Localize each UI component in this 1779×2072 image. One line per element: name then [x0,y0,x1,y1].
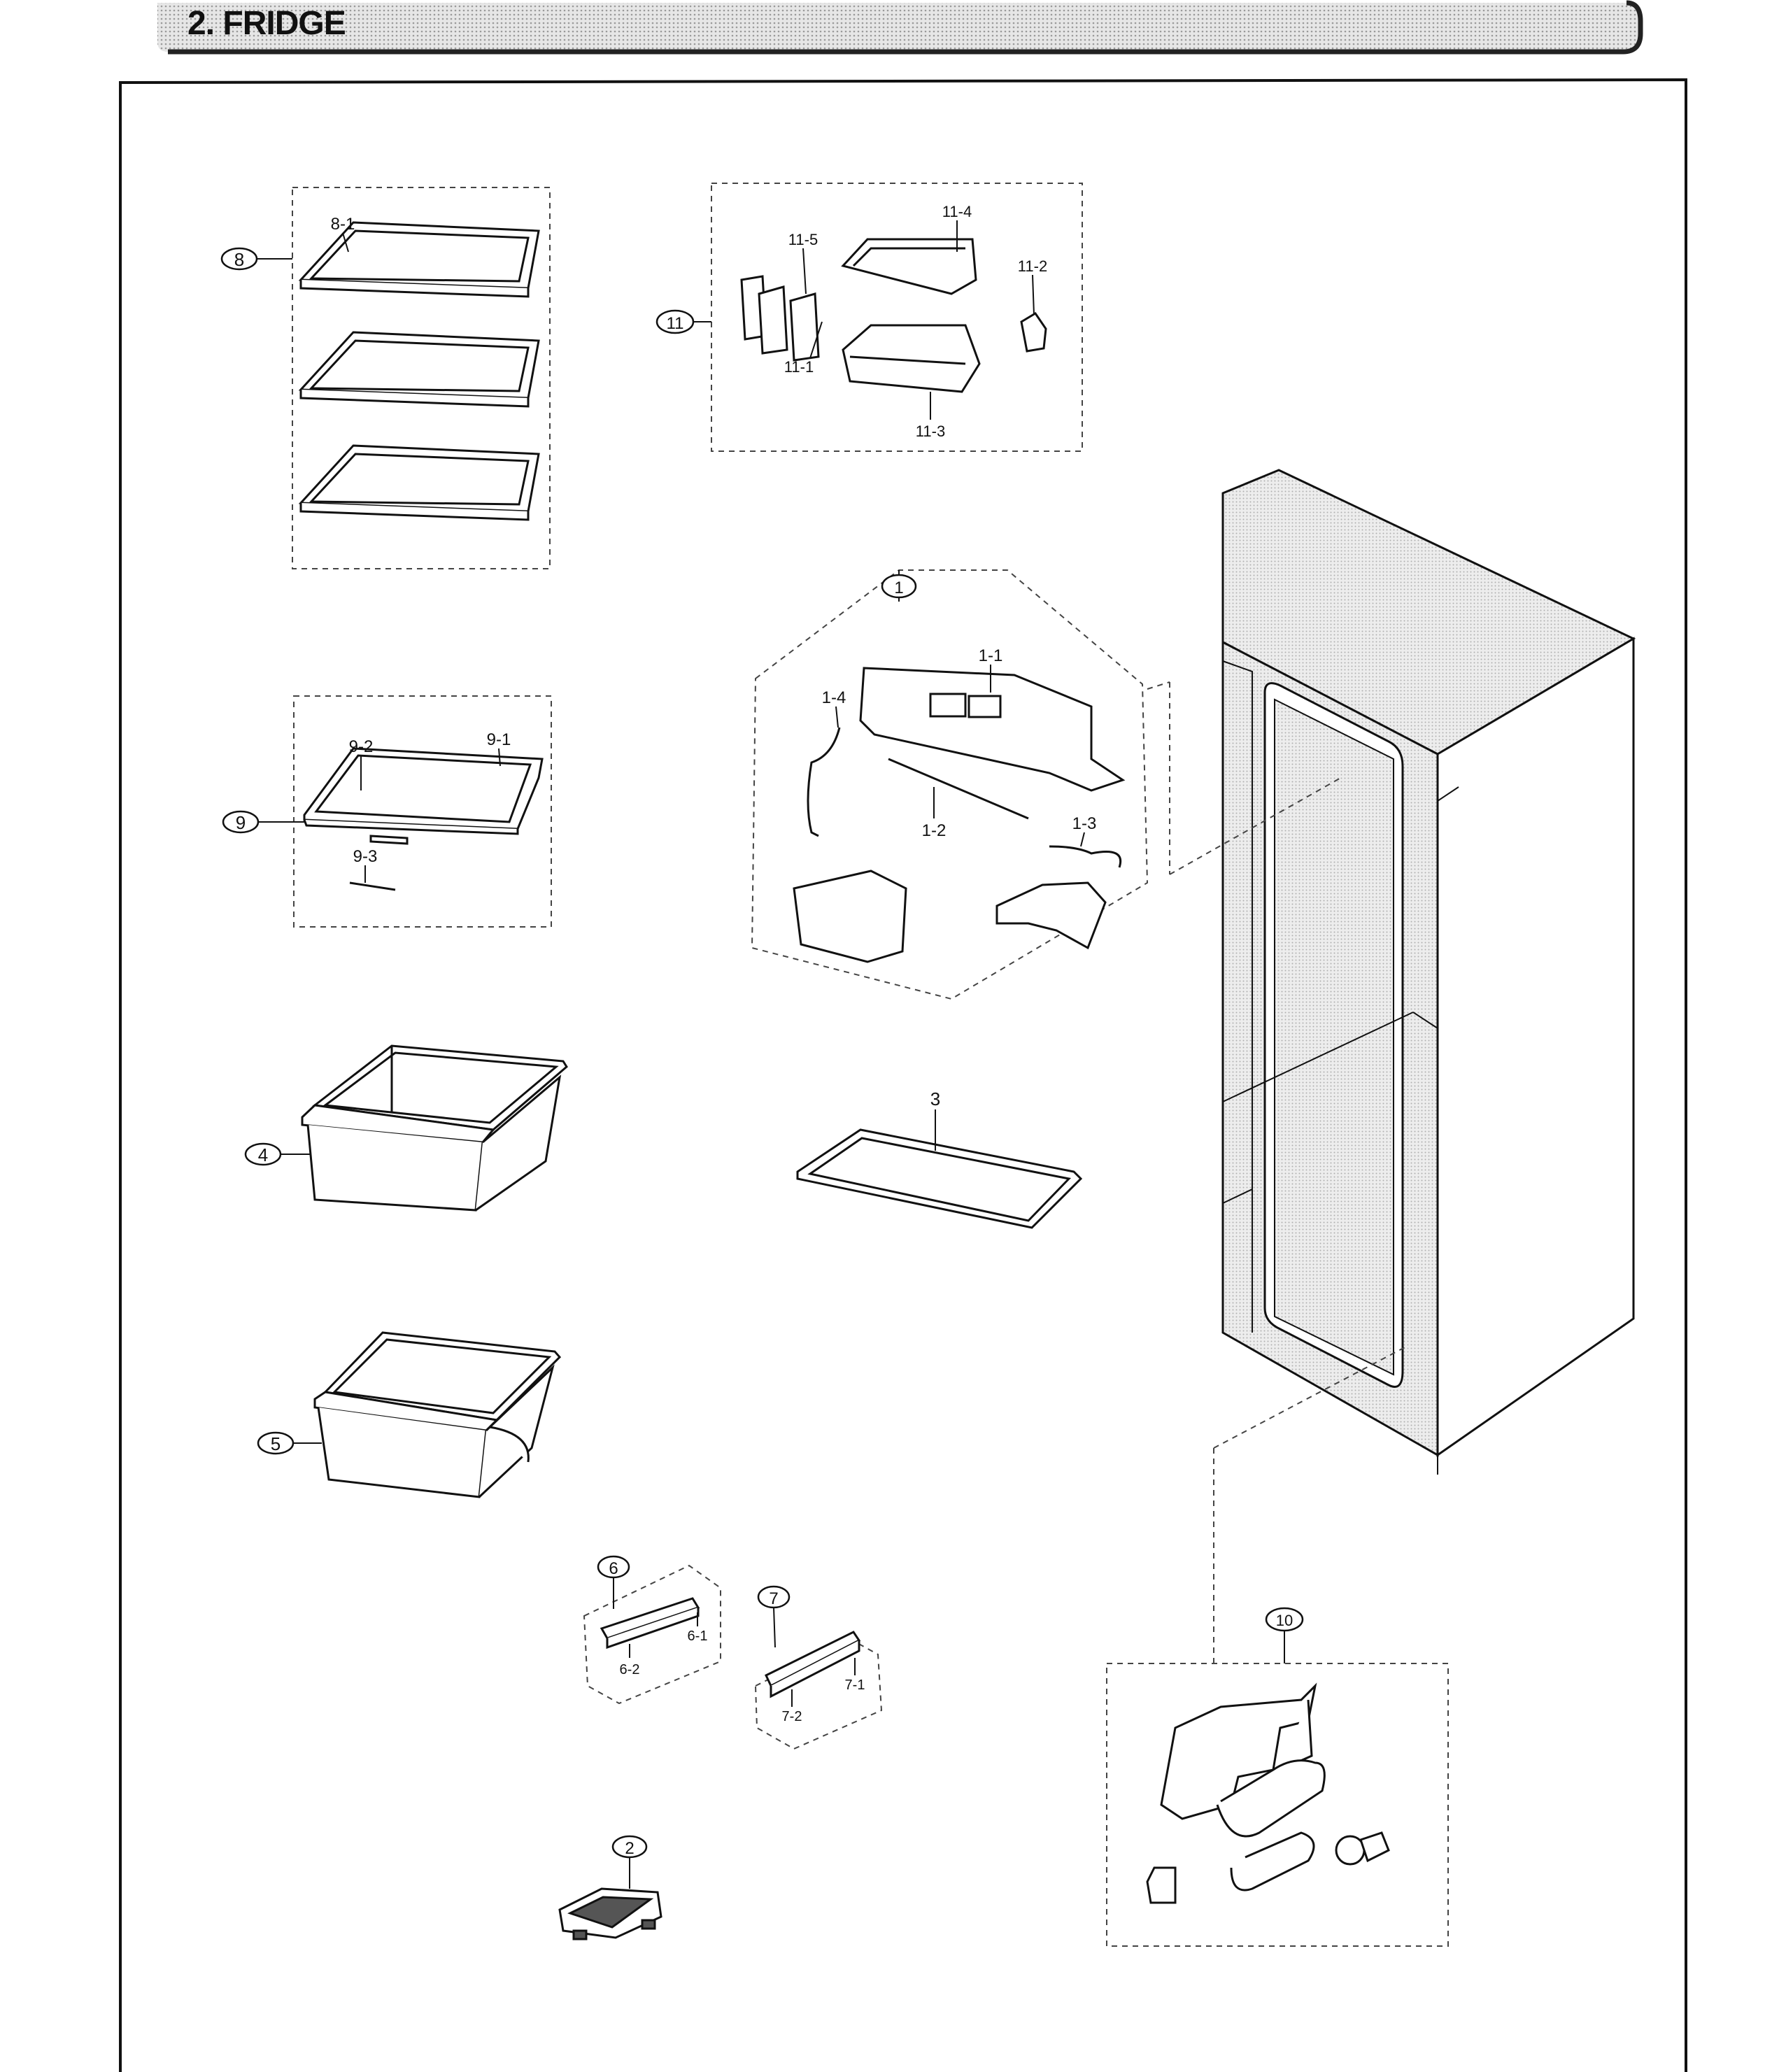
callout-11 [655,309,695,334]
group-1-box [751,569,1149,1000]
callout-8-label: 8 [234,249,244,270]
fridge-cabinet-icon [1221,469,1636,1475]
part-label-11-1: 11-1 [784,358,814,376]
group-9-box [293,695,552,928]
light-cover-icon [796,1128,1083,1229]
part-label-8-1: 8-1 [331,215,355,234]
diagram-frame [119,78,1687,2072]
callout-11-label: 11 [667,314,684,333]
callout-2-label: 2 [625,1839,634,1858]
part-label-6-1: 6-1 [688,1628,708,1644]
drawer-icon [313,1331,562,1498]
callout-8 [220,247,258,271]
ice-tray-icon [740,238,1047,393]
light-cover-icon [793,667,1126,963]
shelf-icon [600,1597,700,1649]
group-10-box [1106,1663,1449,1947]
part-label-9-1: 9-1 [487,730,511,749]
shelf-icon [765,1631,861,1698]
callout-10-label: 10 [1276,1612,1293,1629]
part-label-7-2: 7-2 [782,1709,802,1724]
filter-cover-icon [558,1887,662,1940]
callout-7-label: 7 [769,1589,778,1608]
part-label-7-1: 7-1 [845,1677,865,1693]
page-title: 2. FRIDGE [187,5,346,42]
section-banner [157,0,1643,55]
part-label-6-2: 6-2 [620,1662,640,1677]
group-6-box [583,1564,721,1705]
part-label-11-5: 11-5 [788,231,818,248]
callout-9 [222,810,260,834]
part-label-1-4: 1-4 [822,688,846,707]
part-label-11-3: 11-3 [916,423,945,440]
filter-assembly-icon [1146,1682,1390,1904]
part-label-3: 3 [930,1088,940,1109]
shelf-icon [298,221,540,521]
part-label-11-4: 11-4 [942,203,972,220]
part-label-1-2: 1-2 [922,821,947,840]
group-11-box [711,183,1083,452]
group-8-box [292,187,551,569]
callout-4 [244,1142,282,1166]
part-label-11-2: 11-2 [1018,257,1047,275]
callout-5 [257,1431,295,1455]
callout-5-label: 5 [271,1433,281,1454]
part-label-9-2: 9-2 [349,737,374,756]
part-label-1-1: 1-1 [979,646,1003,665]
callout-9-label: 9 [236,812,246,833]
drawer-icon [301,1044,568,1212]
callout-1 [881,574,917,599]
part-label-9-3: 9-3 [353,847,378,866]
shelf-icon [303,747,544,891]
part-label-1-3: 1-3 [1072,814,1097,833]
callout-1-label: 1 [894,579,903,597]
callout-4-label: 4 [258,1144,268,1165]
callout-6-label: 6 [609,1559,618,1578]
